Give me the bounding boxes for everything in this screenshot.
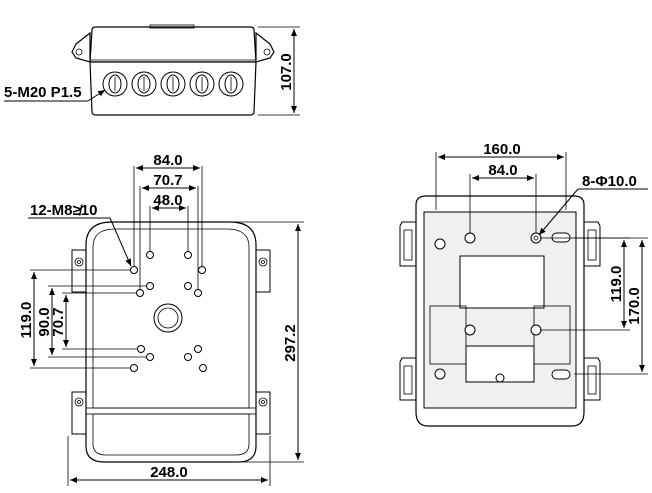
front-dim-48: 48.0 xyxy=(153,192,182,209)
mount-screw-holes xyxy=(130,251,207,372)
cable-gland xyxy=(160,71,186,97)
front-dim-70-7: 70.7 xyxy=(153,172,182,189)
cable-gland xyxy=(131,71,157,97)
back-dim-170: 170.0 xyxy=(626,287,643,325)
back-view: 160.0 84.0 8-Φ10.0 119.0 170.0 xyxy=(399,141,648,427)
top-view: 5-M20 P1.5 107.0 xyxy=(4,24,300,116)
back-dim-160: 160.0 xyxy=(483,141,521,158)
front-dim-84: 84.0 xyxy=(153,152,182,169)
mount-brackets-left xyxy=(71,249,87,435)
back-brackets xyxy=(399,221,601,401)
gland-callout: 5-M20 P1.5 xyxy=(4,84,82,101)
hole-callout: 8-Φ10.0 xyxy=(582,173,637,190)
left-ear-hole xyxy=(75,48,83,56)
right-ear xyxy=(255,31,275,63)
cable-gland xyxy=(102,71,128,97)
screw-callout: 12-M8≱10 xyxy=(30,202,97,219)
front-dim-90: 90.0 xyxy=(36,307,53,336)
front-dim-70-7-vertical: 70.7 xyxy=(50,307,67,336)
mount-brackets-right xyxy=(255,249,271,435)
right-ear-hole xyxy=(263,48,271,56)
front-height-dim: 297.2 xyxy=(282,324,299,362)
left-ear xyxy=(71,31,91,63)
cable-gland xyxy=(189,71,215,97)
front-dim-119: 119.0 xyxy=(18,302,35,339)
back-dim-84: 84.0 xyxy=(488,162,517,179)
cable-gland xyxy=(218,71,244,97)
lid-top-rib xyxy=(149,24,195,29)
back-dim-119: 119.0 xyxy=(608,266,625,303)
top-height-dim: 107.0 xyxy=(278,53,295,91)
cable-glands xyxy=(102,71,244,97)
front-body xyxy=(85,221,257,463)
back-mount-holes xyxy=(434,232,571,383)
box-lid xyxy=(89,26,257,63)
front-width-dim: 248.0 xyxy=(150,464,188,481)
front-view: 84.0 70.7 48.0 12-M8≱10 119.0 90.0 70.7 … xyxy=(18,152,304,486)
